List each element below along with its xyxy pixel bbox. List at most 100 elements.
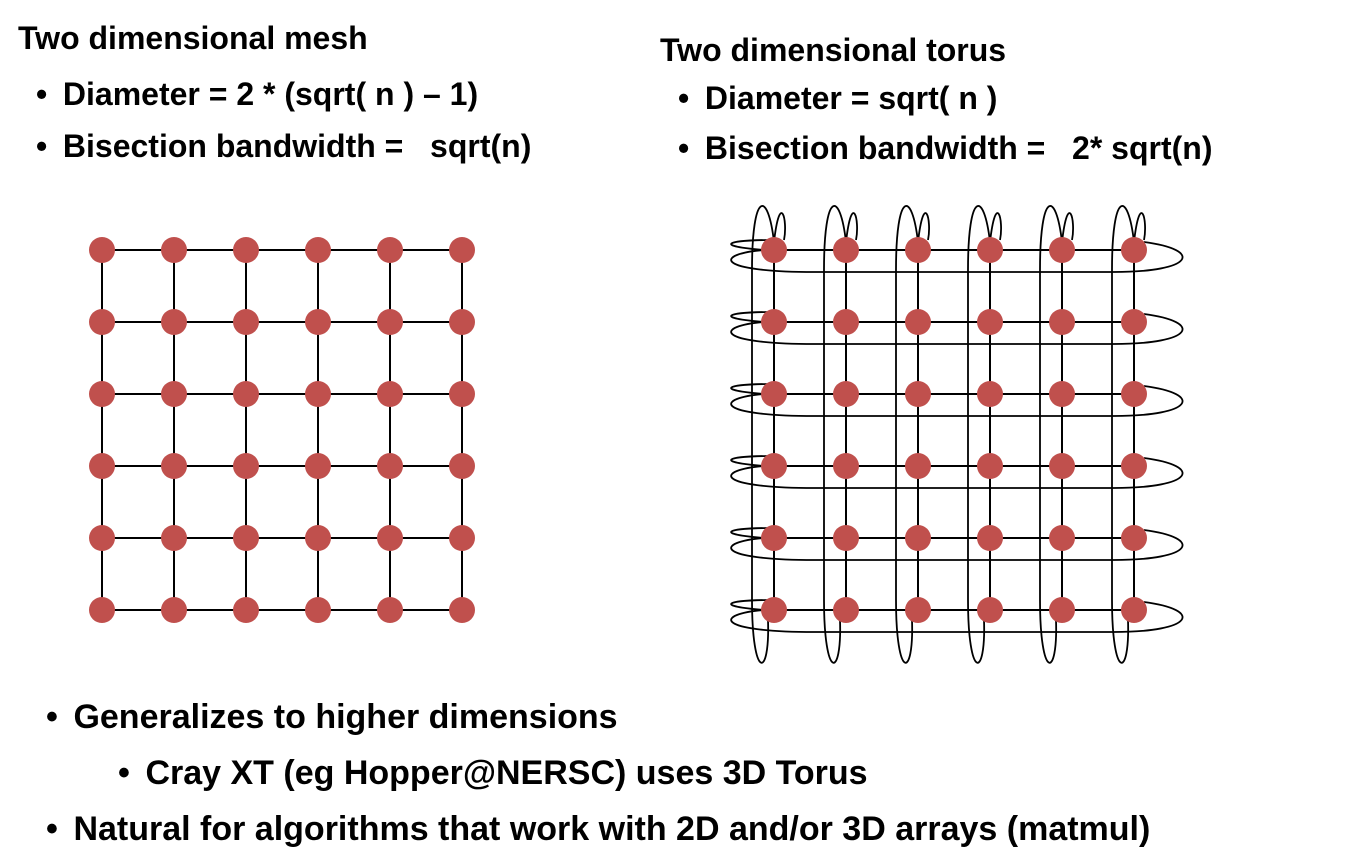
mesh-node (449, 453, 475, 479)
torus-node (977, 237, 1003, 263)
mesh-bullet-diameter: • Diameter = 2 * (sqrt( n ) – 1) (36, 76, 479, 112)
torus-bullet-bisection-text: Bisection bandwidth = 2* sqrt(n) (704, 130, 1213, 166)
mesh-node (305, 525, 331, 551)
torus-node (1049, 381, 1075, 407)
torus-col-wrap (1039, 205, 1074, 664)
mesh-node (161, 525, 187, 551)
torus-col-wrap (967, 205, 1002, 664)
torus-row-wrap (730, 239, 1184, 273)
torus-node (833, 453, 859, 479)
torus-node (1121, 525, 1147, 551)
mesh-node (449, 309, 475, 335)
bottom-subbullet-cray: • Cray XT (eg Hopper@NERSC) uses 3D Toru… (118, 754, 868, 792)
torus-node (1121, 237, 1147, 263)
mesh-bullet-bisection: • Bisection bandwidth = sqrt(n) (36, 128, 532, 164)
torus-node (833, 381, 859, 407)
mesh-node (161, 237, 187, 263)
mesh-node (233, 309, 259, 335)
mesh-node (305, 597, 331, 623)
torus-title: Two dimensional torus (660, 32, 1007, 68)
mesh-node (377, 525, 403, 551)
mesh-node (233, 525, 259, 551)
mesh-node (161, 453, 187, 479)
torus-node (905, 597, 931, 623)
mesh-node (89, 525, 115, 551)
bottom-bullet-generalizes: • Generalizes to higher dimensions (46, 698, 618, 736)
torus-node (761, 597, 787, 623)
torus-node (761, 237, 787, 263)
mesh-node (377, 237, 403, 263)
torus-node (1121, 309, 1147, 335)
mesh-node (305, 309, 331, 335)
torus-node (977, 381, 1003, 407)
bottom-subbullet-cray-text: Cray XT (eg Hopper@NERSC) uses 3D Torus (145, 754, 868, 792)
mesh-node (89, 453, 115, 479)
torus-col-wrap (751, 205, 786, 664)
mesh-node (233, 237, 259, 263)
torus-node (905, 237, 931, 263)
torus-node (1049, 309, 1075, 335)
torus-bullet-bisection: • Bisection bandwidth = 2* sqrt(n) (678, 130, 1213, 166)
torus-node (833, 597, 859, 623)
torus-node (977, 453, 1003, 479)
torus-node (1049, 597, 1075, 623)
mesh-diagram (89, 237, 475, 623)
torus-node (977, 525, 1003, 551)
mesh-node (89, 237, 115, 263)
mesh-node (233, 381, 259, 407)
mesh-node (89, 381, 115, 407)
torus-node (1049, 453, 1075, 479)
torus-node (905, 453, 931, 479)
torus-row-wrap (730, 527, 1184, 561)
torus-row-wrap (730, 383, 1184, 417)
torus-node (1049, 525, 1075, 551)
mesh-node (449, 597, 475, 623)
bottom-bullet-natural-text: Natural for algorithms that work with 2D… (73, 810, 1151, 848)
mesh-node (305, 237, 331, 263)
mesh-node (449, 525, 475, 551)
torus-node (905, 525, 931, 551)
mesh-node (89, 309, 115, 335)
torus-bullet-diameter: • Diameter = sqrt( n ) (678, 80, 998, 116)
torus-node (1121, 597, 1147, 623)
mesh-node (377, 453, 403, 479)
mesh-node (377, 597, 403, 623)
torus-row-wrap (730, 599, 1184, 633)
torus-node (761, 309, 787, 335)
torus-col-wrap (895, 205, 930, 664)
torus-bullet-diameter-text: Diameter = sqrt( n ) (704, 80, 998, 116)
torus-node (761, 525, 787, 551)
torus-node (905, 309, 931, 335)
torus-node (761, 453, 787, 479)
torus-node (977, 309, 1003, 335)
bottom-bullet-natural: • Natural for algorithms that work with … (46, 810, 1151, 848)
torus-node (1121, 453, 1147, 479)
mesh-node (377, 309, 403, 335)
mesh-bullet-diameter-text: Diameter = 2 * (sqrt( n ) – 1) (62, 76, 479, 112)
torus-node (833, 237, 859, 263)
torus-node (833, 525, 859, 551)
torus-row-wrap (730, 455, 1184, 489)
mesh-node (233, 453, 259, 479)
mesh-bullet-bisection-text: Bisection bandwidth = sqrt(n) (62, 128, 532, 164)
mesh-node (89, 597, 115, 623)
mesh-node (233, 597, 259, 623)
mesh-node (305, 453, 331, 479)
torus-node (905, 381, 931, 407)
torus-row-wrap (730, 311, 1184, 345)
torus-node (1049, 237, 1075, 263)
torus-diagram (730, 205, 1184, 664)
torus-col-wrap (1111, 205, 1146, 664)
torus-col-wrap (823, 205, 858, 664)
torus-node (833, 309, 859, 335)
mesh-node (305, 381, 331, 407)
torus-node (1121, 381, 1147, 407)
mesh-node (377, 381, 403, 407)
torus-node (977, 597, 1003, 623)
bottom-bullet-generalizes-text: Generalizes to higher dimensions (73, 698, 618, 736)
mesh-node (161, 597, 187, 623)
mesh-node (161, 309, 187, 335)
mesh-node (449, 381, 475, 407)
mesh-node (449, 237, 475, 263)
mesh-title: Two dimensional mesh (18, 20, 368, 56)
